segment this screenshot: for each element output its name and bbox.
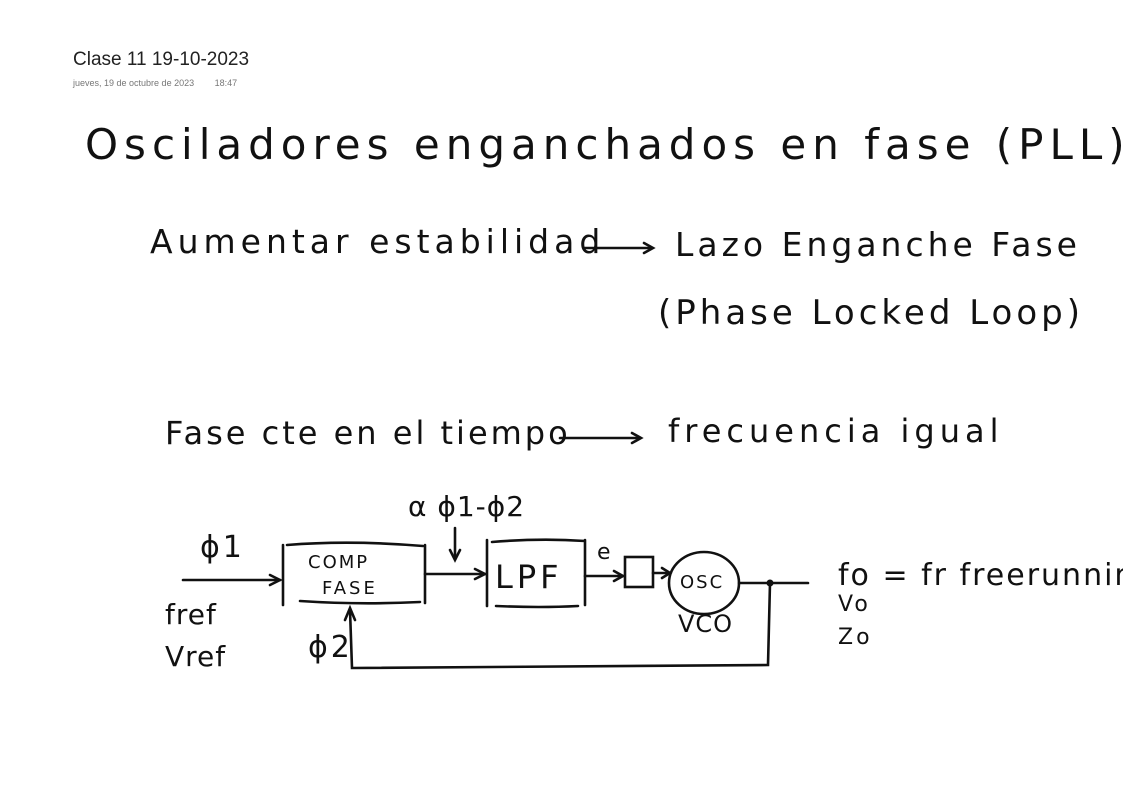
feedback-path	[348, 581, 772, 670]
fase-label: FASE	[322, 578, 378, 599]
phi1-label: ϕ1	[200, 530, 245, 565]
zo-label: Zo	[838, 625, 873, 650]
osc-label: OSC	[680, 572, 725, 593]
page-time: 18:47	[214, 78, 238, 88]
page-date: jueves, 19 de octubre de 2023	[73, 78, 195, 88]
error-arrow-head	[448, 548, 462, 563]
phi2-label: ϕ2	[308, 630, 353, 665]
fref-label: fref	[165, 598, 217, 631]
lpf-label: LPF	[495, 558, 563, 596]
lpf-block	[485, 538, 587, 609]
phase-comparator-block	[281, 541, 427, 607]
e-label: e	[597, 540, 614, 565]
note-heading: Osciladores enganchados en fase (PLL)	[85, 120, 1123, 169]
comp-to-lpf-arrow	[473, 567, 488, 581]
page-title[interactable]: Clase 11 19-10-2023	[73, 49, 250, 70]
arrow-line2-head	[630, 431, 644, 445]
feedback-arrow-head	[343, 604, 357, 622]
note-line1-right: Lazo Enganche Fase	[675, 225, 1081, 264]
vo-label: Vo	[838, 592, 871, 617]
vref-label: Vref	[165, 640, 227, 673]
fo-freerunning-label: fo = fr freerunning	[838, 558, 1123, 593]
arrow-line1-head	[642, 241, 656, 255]
page-metadata: jueves, 19 de octubre de 2023 18:47	[73, 78, 255, 88]
output-node-dot	[766, 579, 774, 587]
note-line2-left: Fase cte en el tiempo	[165, 414, 571, 452]
vco-label: VCO	[678, 610, 734, 638]
lpf-to-amp-arrow	[612, 569, 626, 583]
note-line1-paren: (Phase Locked Loop)	[658, 293, 1085, 333]
input-arrow-head	[268, 573, 283, 587]
note-line1-left: Aumentar estabilidad	[150, 222, 606, 261]
amplifier-block	[623, 555, 655, 589]
note-line2-right: frecuencia igual	[668, 412, 1004, 450]
comp-label: COMP	[308, 552, 370, 573]
error-label: α ϕ1-ϕ2	[408, 490, 526, 523]
